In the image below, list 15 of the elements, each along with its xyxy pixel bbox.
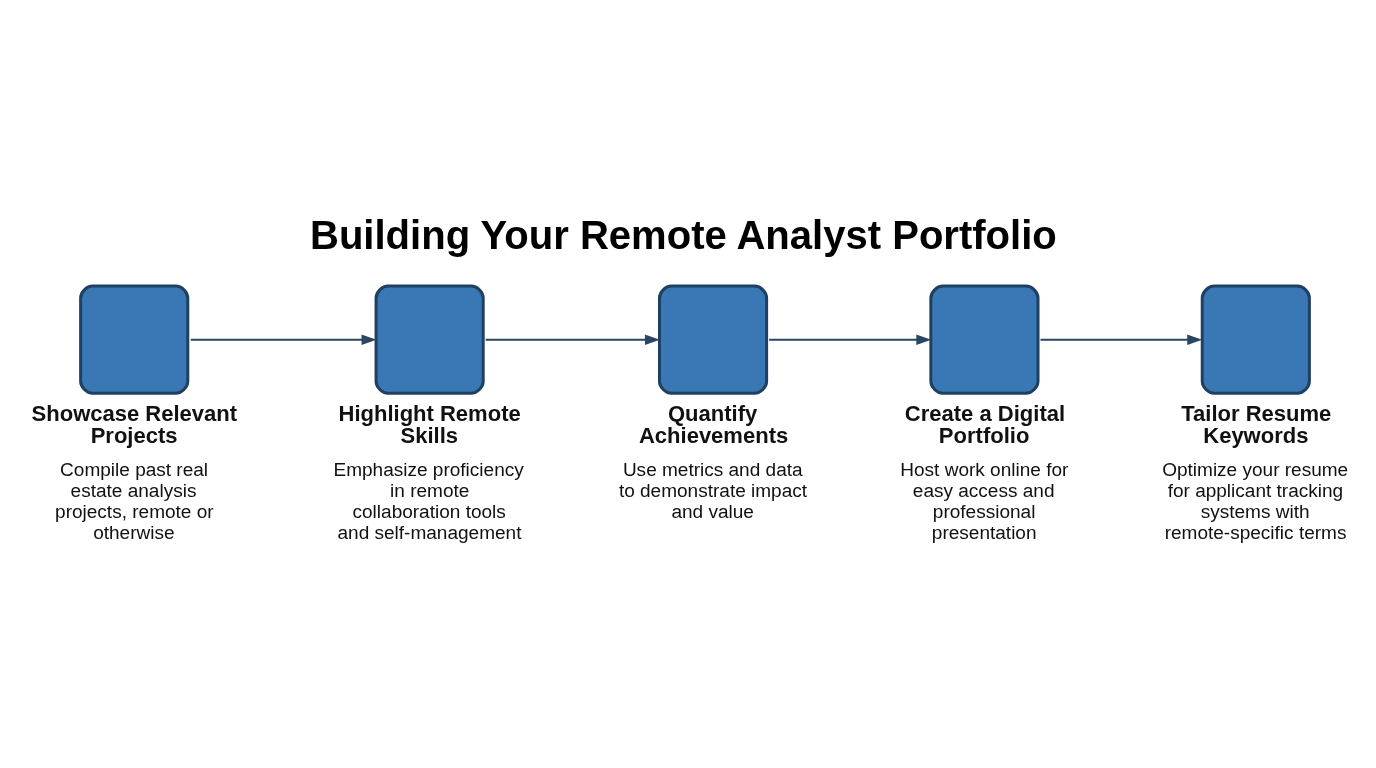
node-label: Highlight Remote Skills [338, 400, 521, 448]
node-label: Create a Digital Portfolio [904, 400, 1066, 448]
diagram-title: Building Your Remote Analyst Portfolio [309, 212, 1057, 257]
node-label: Use metrics and data to demonstrate impact and value [618, 458, 808, 522]
arrow [484, 333, 660, 345]
node-label: Quantify Achievements [638, 400, 789, 448]
arrow [1039, 333, 1203, 345]
node-label: Host work online for easy access and professional presentation [900, 458, 1069, 543]
arrow [189, 333, 377, 345]
node-label: Tailor Resume Keywords [1181, 400, 1332, 448]
node-label: Emphasize proficiency in remote collaboration tools and self-management [333, 458, 524, 543]
arrow [768, 333, 932, 345]
node-label: Compile past real estate analysis projects, remote or otherwise [55, 458, 214, 543]
node-label: Showcase Relevant Projects [31, 400, 238, 448]
node-label: Optimize your resume for applicant tracking systems with remote-specific terms [1162, 458, 1349, 543]
